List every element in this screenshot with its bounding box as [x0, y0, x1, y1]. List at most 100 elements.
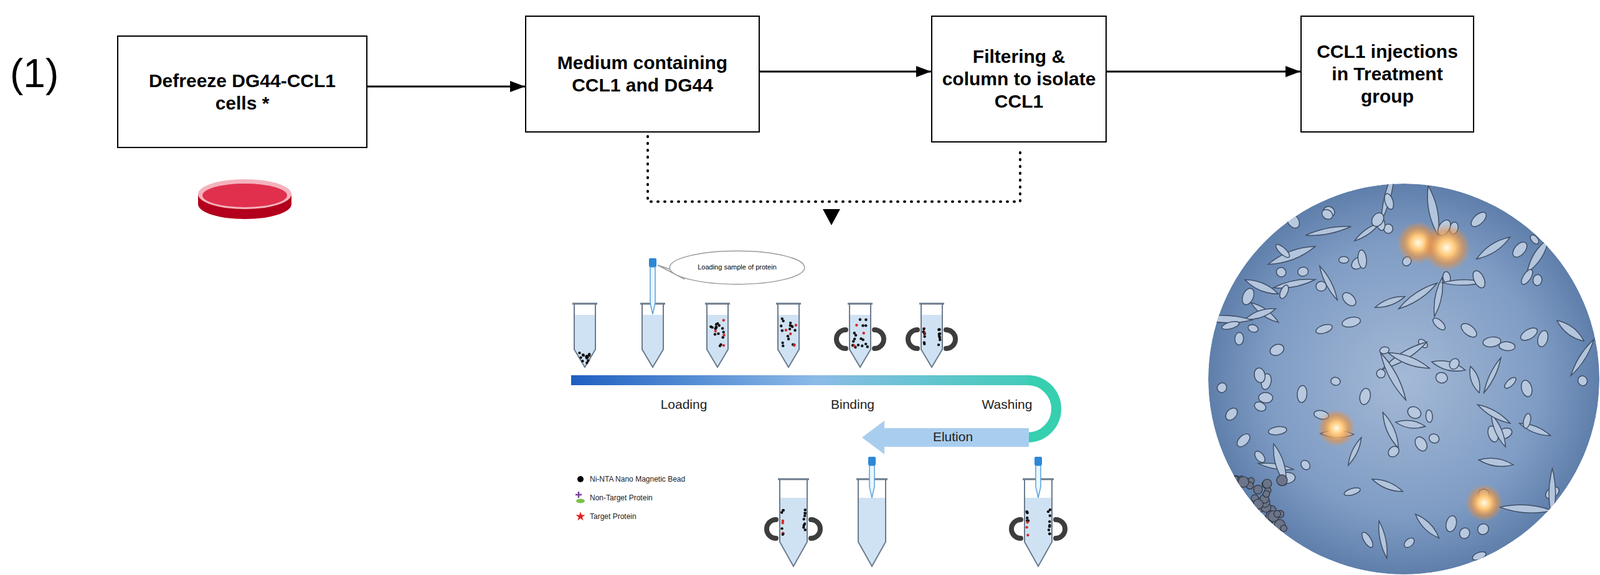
cell — [1359, 531, 1375, 550]
bead — [585, 361, 588, 365]
bead — [862, 331, 866, 335]
magnet — [946, 330, 956, 349]
elution-arrow — [861, 421, 1029, 455]
bead — [804, 508, 807, 512]
spindle-cell — [1304, 224, 1352, 239]
spindle-cell — [1376, 520, 1391, 560]
bead — [1025, 521, 1029, 524]
bead — [721, 327, 724, 331]
tube-liquid — [706, 315, 729, 368]
tube — [919, 303, 945, 368]
bead — [714, 330, 717, 333]
bead — [852, 340, 855, 343]
bead — [1048, 533, 1051, 536]
spindle-cell — [1548, 468, 1556, 519]
cell — [1284, 211, 1303, 231]
tube-outline — [849, 303, 871, 368]
spindle-cell — [1395, 419, 1426, 431]
round-cell — [1246, 524, 1253, 531]
process-box: Filtering & column to isolate CCL1 — [931, 15, 1107, 143]
tube-liquid — [642, 315, 664, 368]
dotted-bracket — [647, 136, 1021, 202]
spindle-cell — [1373, 293, 1406, 311]
tube-outline — [779, 479, 808, 567]
bead — [802, 518, 806, 521]
tube — [776, 303, 801, 368]
round-cell — [1263, 490, 1270, 498]
cell — [1482, 336, 1501, 349]
cell — [1235, 431, 1253, 450]
process-box: Defreeze DG44-CCL1 cells * — [117, 35, 368, 149]
tube-rim — [919, 303, 945, 306]
cell — [1340, 290, 1359, 309]
fluorescent-cell — [1423, 224, 1471, 272]
dish-rim — [198, 179, 292, 210]
magnet — [836, 330, 846, 349]
pipette — [868, 457, 876, 499]
bead — [584, 355, 588, 359]
cell — [1444, 515, 1458, 534]
tube-rim — [705, 303, 730, 306]
round-cell — [1226, 511, 1239, 523]
bead — [855, 323, 858, 327]
cell — [1519, 379, 1534, 398]
cell — [1502, 376, 1518, 391]
target-symbol — [575, 511, 585, 521]
spindle-cell — [1269, 442, 1290, 486]
cell — [1457, 526, 1472, 541]
bead — [1025, 510, 1028, 514]
round-cell — [1253, 485, 1263, 495]
step-label: Loading — [660, 397, 708, 413]
cell — [1314, 323, 1334, 337]
cell — [1510, 239, 1530, 261]
round-cell — [1246, 508, 1258, 520]
cell — [1339, 256, 1350, 264]
bead — [923, 335, 926, 339]
cell — [1535, 329, 1550, 349]
magnet — [1011, 520, 1021, 539]
bead — [781, 329, 784, 332]
cell — [1576, 374, 1589, 389]
speech-bubble: Loading sample of protein — [668, 249, 806, 286]
legend-row: Non-Target Protein — [571, 488, 686, 508]
bead — [921, 330, 925, 334]
bead — [1025, 516, 1029, 520]
bead — [718, 324, 721, 327]
cell — [1274, 265, 1288, 280]
cell — [1519, 267, 1535, 287]
spindle-cell — [1272, 276, 1316, 291]
legend-icon — [571, 491, 590, 506]
cell — [1522, 412, 1533, 430]
magnet — [810, 520, 821, 539]
bead — [803, 511, 806, 515]
bead — [788, 327, 791, 331]
cell — [1425, 409, 1434, 423]
cell — [1382, 192, 1396, 211]
cell — [1427, 432, 1441, 446]
bead — [864, 318, 867, 322]
bubble-ellipse — [669, 250, 805, 285]
node-text: Filtering & column to isolate CCL1 — [941, 45, 1097, 113]
pipette — [1034, 457, 1042, 499]
bead — [722, 331, 725, 334]
cell — [1246, 323, 1260, 334]
tube-outline — [921, 303, 943, 368]
bead — [789, 324, 792, 327]
bead — [864, 343, 867, 346]
tube-outline — [574, 303, 596, 368]
cell — [1343, 487, 1362, 498]
step-label: Elution — [930, 429, 976, 445]
bead — [781, 345, 785, 348]
step-label: Binding — [830, 397, 875, 413]
cell — [1268, 426, 1288, 437]
round-cell — [1248, 528, 1259, 539]
bead-protocol — [571, 258, 1066, 567]
round-cell — [1240, 510, 1247, 517]
round-cell — [1238, 477, 1249, 488]
bead — [582, 354, 585, 357]
cell — [1340, 315, 1361, 329]
bead — [853, 337, 856, 341]
pipette-body — [650, 267, 656, 315]
round-cell — [1233, 508, 1241, 517]
